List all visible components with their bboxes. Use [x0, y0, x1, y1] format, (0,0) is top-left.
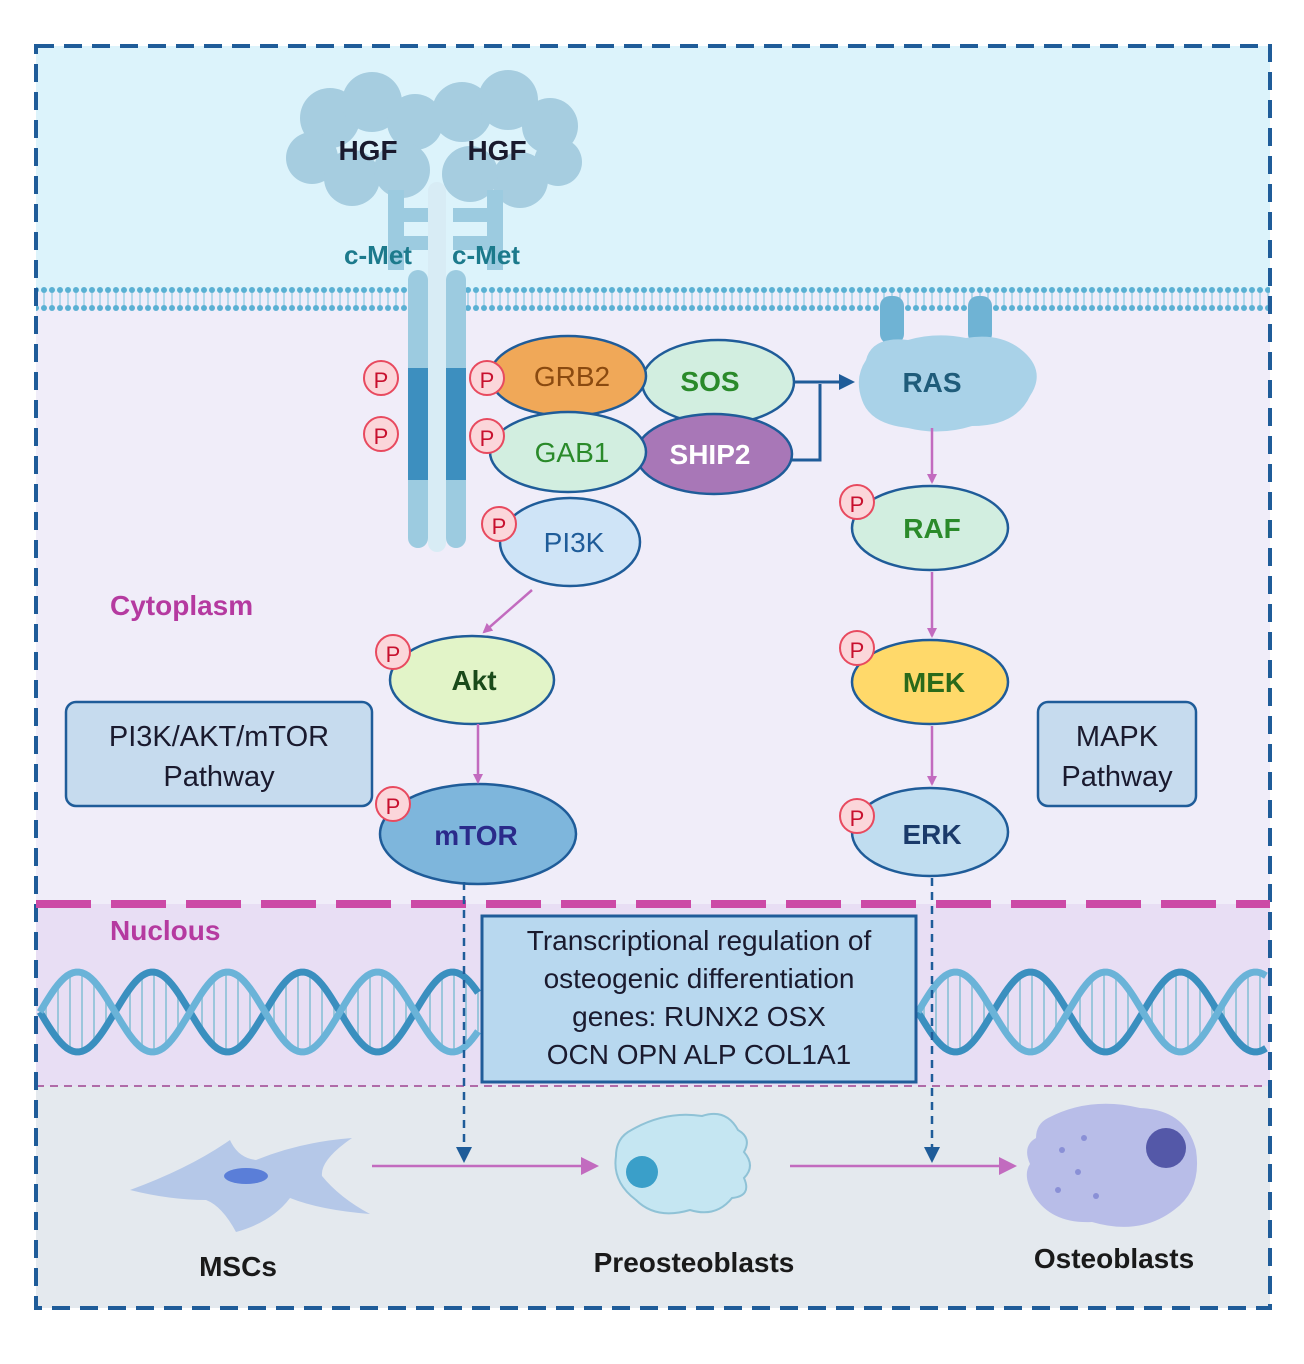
- nucleus-label: Nuclous: [110, 915, 220, 946]
- phospho-icon: P: [375, 634, 411, 670]
- phospho-icon: P: [469, 418, 505, 454]
- phospho-icon: P: [469, 360, 505, 396]
- phospho-icon: P: [839, 484, 875, 520]
- gab1-label: GAB1: [535, 437, 610, 468]
- grb2-label: GRB2: [534, 361, 610, 392]
- svg-text:P: P: [492, 514, 507, 539]
- transcription-line-4: OCN OPN ALP COL1A1: [547, 1039, 852, 1070]
- svg-text:P: P: [374, 424, 389, 449]
- ship2-to-ras-connector: [792, 384, 822, 462]
- hgf-ligand-right: [432, 70, 582, 208]
- pi3k-label: PI3K: [544, 527, 605, 558]
- preosteoblast-cell-icon: [614, 1112, 751, 1215]
- c-met-label-right: c-Met: [452, 240, 520, 270]
- svg-text:P: P: [386, 642, 401, 667]
- phospho-icon: P: [375, 786, 411, 822]
- mek-label: MEK: [903, 667, 965, 698]
- dna-helix-right: [914, 968, 1268, 1056]
- preosteoblast-label: Preosteoblasts: [594, 1247, 795, 1278]
- akt-node: [388, 634, 556, 726]
- svg-text:P: P: [386, 794, 401, 819]
- ras-label: RAS: [902, 367, 961, 398]
- ship2-label: SHIP2: [670, 439, 751, 470]
- transcription-line-1: Transcriptional regulation of: [527, 925, 872, 956]
- raf-node: [850, 484, 1010, 572]
- svg-text:P: P: [850, 806, 865, 831]
- pi3k-pathway-subtitle: Pathway: [163, 761, 275, 793]
- mtor-node: [378, 782, 578, 886]
- c-met-receptor-right: [428, 182, 503, 552]
- dna-strand: [36, 968, 481, 1056]
- mtor-label: mTOR: [434, 820, 518, 851]
- svg-text:P: P: [850, 638, 865, 663]
- pi3k-node: [498, 496, 642, 588]
- ras-protein: [858, 296, 1037, 432]
- erk-label: ERK: [902, 819, 961, 850]
- dna-strand: [914, 968, 1268, 1056]
- phospho-icon: P: [839, 798, 875, 834]
- transcription-line-3: genes: RUNX2 OSX: [572, 1001, 826, 1032]
- osteoblast-cell-icon: [1026, 1103, 1198, 1227]
- sos-label: SOS: [680, 366, 739, 397]
- transcription-regulation-box: [480, 914, 918, 1084]
- msc-label: MSCs: [199, 1251, 277, 1282]
- msc-cell-icon: [130, 1138, 370, 1232]
- mapk-pathway-title: MAPK: [1076, 721, 1159, 753]
- cell-membrane: [36, 286, 1270, 312]
- phospho-icon: P: [481, 506, 517, 542]
- osteoblast-label: Osteoblasts: [1034, 1243, 1194, 1274]
- phospho-icon: P: [839, 630, 875, 666]
- svg-text:P: P: [850, 492, 865, 517]
- mapk-pathway-subtitle: Pathway: [1061, 761, 1173, 793]
- mek-node: [850, 638, 1010, 726]
- svg-text:P: P: [480, 368, 495, 393]
- svg-text:P: P: [480, 426, 495, 451]
- extracellular-region: [36, 46, 1270, 292]
- phospho-icon: P: [363, 416, 399, 452]
- pi3k-pathway-box: [64, 700, 374, 808]
- dna-helix-left: [36, 968, 481, 1056]
- c-met-label-left: c-Met: [344, 240, 412, 270]
- svg-text:P: P: [374, 368, 389, 393]
- hgf-ligand-left: [286, 72, 443, 206]
- dna-strand: [914, 968, 1268, 1056]
- raf-label: RAF: [903, 513, 961, 544]
- outer-frame: [34, 44, 1272, 1310]
- pi3k-to-akt-arrow: [482, 589, 533, 634]
- cytoplasm-label: Cytoplasm: [110, 590, 253, 621]
- phospho-icon: P: [363, 360, 399, 396]
- c-met-receptor-left: [388, 190, 438, 548]
- hgf-label-right: HGF: [467, 135, 526, 166]
- akt-label: Akt: [451, 665, 496, 696]
- pi3k-pathway-title: PI3K/AKT/mTOR: [109, 721, 329, 753]
- mapk-pathway-box: [1036, 700, 1198, 808]
- hgf-label-left: HGF: [338, 135, 397, 166]
- transcription-line-2: osteogenic differentiation: [544, 963, 855, 994]
